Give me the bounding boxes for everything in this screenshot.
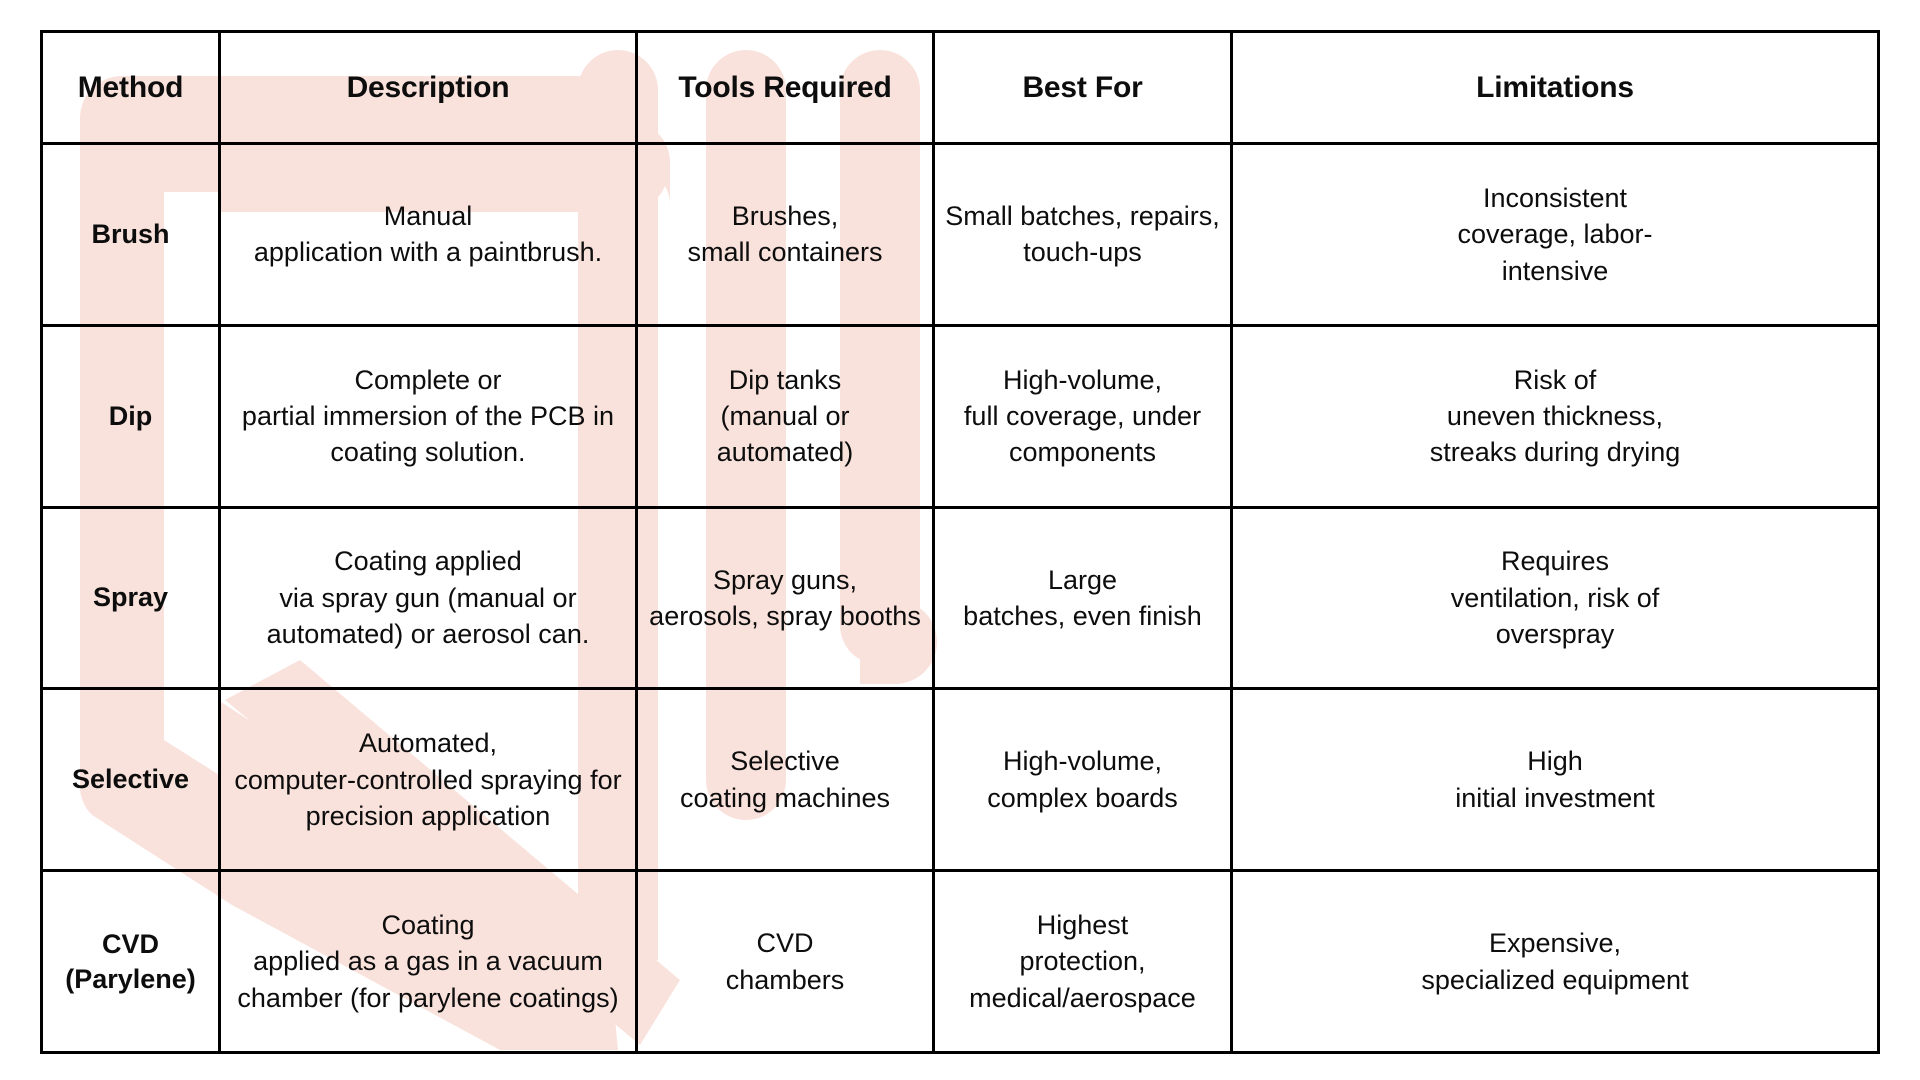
cell-line: chamber (for parylene coatings): [237, 982, 619, 1013]
column-header-tools: Tools Required: [635, 30, 935, 145]
cell-limitations: Inconsistent coverage, labor- intensive: [1230, 142, 1880, 327]
column-header-method: Method: [40, 30, 221, 145]
cell-line: CVD: [101, 928, 159, 959]
cell-line: Coating applied: [334, 546, 522, 577]
cell-line: Large: [1047, 564, 1118, 595]
cell-line: Dip tanks: [728, 364, 842, 395]
cell-line: Spray guns,: [712, 564, 858, 595]
cell-line: coating solution.: [330, 437, 526, 468]
table-header: Method Description Tools Required Best F…: [40, 30, 1880, 145]
cell-description: Coating applied as a gas in a vacuum cha…: [218, 869, 638, 1054]
cell-line: via spray gun (manual or: [279, 582, 577, 613]
cell-line: automated): [716, 437, 854, 468]
cell-line: streaks during drying: [1429, 437, 1681, 468]
cell-description: Coating applied via spray gun (manual or…: [218, 505, 638, 691]
cell-line: Brush: [91, 218, 170, 249]
cell-line: coverage, labor-: [1457, 219, 1653, 250]
cell-line: application with a paintbrush.: [253, 237, 603, 268]
cell-line: ventilation, risk of: [1450, 582, 1660, 613]
cell-line: Brushes,: [731, 200, 839, 231]
cell-best-for: Large batches, even finish: [932, 505, 1233, 691]
table-row: Brush Manual application with a paintbru…: [40, 142, 1880, 327]
cell-line: aerosols, spray booths: [649, 600, 921, 631]
table-row: Selective Automated, computer-controlled…: [40, 687, 1880, 873]
cell-limitations: Risk of uneven thickness, streaks during…: [1230, 323, 1880, 509]
cell-line: initial investment: [1455, 782, 1655, 813]
table-row: Spray Coating applied via spray gun (man…: [40, 505, 1880, 691]
cell-line: automated) or aerosol can.: [266, 619, 590, 650]
cell-line: Selective: [71, 764, 190, 795]
cell-line: Dip: [108, 400, 153, 431]
cell-line: Complete or: [354, 364, 502, 395]
cell-line: Coating: [381, 909, 475, 940]
cell-tools: Brushes, small containers: [635, 142, 935, 327]
cell-tools: Selective coating machines: [635, 687, 935, 873]
table-row: Dip Complete or partial immersion of the…: [40, 323, 1880, 509]
cell-line: small containers: [687, 237, 883, 268]
cell-line: coating machines: [679, 782, 891, 813]
column-header-limitations: Limitations: [1230, 30, 1880, 145]
coating-methods-table: Method Description Tools Required Best F…: [40, 30, 1880, 1054]
cell-line: Inconsistent: [1482, 182, 1628, 213]
cell-tools: Dip tanks (manual or automated): [635, 323, 935, 509]
cell-best-for: Highest protection, medical/aerospace: [932, 869, 1233, 1054]
cell-limitations: Requires ventilation, risk of overspray: [1230, 505, 1880, 691]
cell-line: Spray: [92, 582, 169, 613]
cell-method: Spray: [40, 505, 221, 691]
cell-line: overspray: [1495, 619, 1615, 650]
cell-line: touch-ups: [1023, 237, 1142, 268]
cell-line: Expensive,: [1488, 928, 1622, 959]
cell-line: full coverage, under: [963, 400, 1202, 431]
cell-best-for: High-volume, complex boards: [932, 687, 1233, 873]
cell-line: specialized equipment: [1421, 964, 1689, 995]
cell-best-for: High-volume, full coverage, under compon…: [932, 323, 1233, 509]
cell-line: (Parylene): [65, 963, 196, 994]
table-body: Brush Manual application with a paintbru…: [40, 142, 1880, 1054]
cell-best-for: Small batches, repairs, touch-ups: [932, 142, 1233, 327]
cell-line: intensive: [1501, 255, 1609, 286]
cell-line: Selective: [730, 746, 840, 777]
cell-tools: Spray guns, aerosols, spray booths: [635, 505, 935, 691]
cell-line: precision application: [305, 801, 551, 831]
column-header-best-for: Best For: [932, 30, 1233, 145]
cell-line: protection,: [1019, 946, 1146, 977]
cell-method: Brush: [40, 142, 221, 327]
cell-line: (manual or: [720, 400, 850, 431]
cell-method: CVD (Parylene): [40, 869, 221, 1054]
cell-description: Complete or partial immersion of the PCB…: [218, 323, 638, 509]
table-row: CVD (Parylene) Coating applied as a gas …: [40, 869, 1880, 1054]
cell-line: Highest: [1036, 909, 1129, 940]
cell-line: Risk of: [1513, 364, 1597, 395]
cell-line: High-volume,: [1002, 364, 1163, 395]
cell-line: applied as a gas in a vacuum: [253, 946, 603, 977]
cell-line: components: [1008, 437, 1157, 468]
cell-method: Dip: [40, 323, 221, 509]
cell-line: uneven thickness,: [1446, 400, 1664, 431]
cell-line: Automated,: [358, 728, 498, 759]
cell-tools: CVD chambers: [635, 869, 935, 1054]
coating-methods-table-wrap: Method Description Tools Required Best F…: [40, 30, 1880, 1054]
cell-line: High: [1527, 746, 1583, 777]
cell-description: Manual application with a paintbrush.: [218, 142, 638, 327]
column-header-description: Description: [218, 30, 638, 145]
cell-line: Requires: [1500, 546, 1610, 577]
cell-line: partial immersion of the PCB in: [241, 400, 615, 431]
cell-line: CVD: [756, 928, 814, 959]
cell-line: Manual: [383, 200, 473, 231]
cell-limitations: High initial investment: [1230, 687, 1880, 873]
cell-line: Small batches, repairs,: [945, 200, 1220, 231]
header-row: Method Description Tools Required Best F…: [40, 30, 1880, 145]
cell-limitations: Expensive, specialized equipment: [1230, 869, 1880, 1054]
cell-description: Automated, computer-controlled spraying …: [218, 687, 638, 873]
cell-line: computer-controlled spraying for: [234, 764, 622, 795]
cell-line: complex boards: [987, 782, 1178, 813]
cell-line: medical/aerospace: [969, 982, 1196, 1013]
cell-line: chambers: [725, 964, 845, 995]
cell-method: Selective: [40, 687, 221, 873]
cell-line: batches, even finish: [963, 600, 1202, 631]
cell-line: High-volume,: [1002, 746, 1163, 777]
